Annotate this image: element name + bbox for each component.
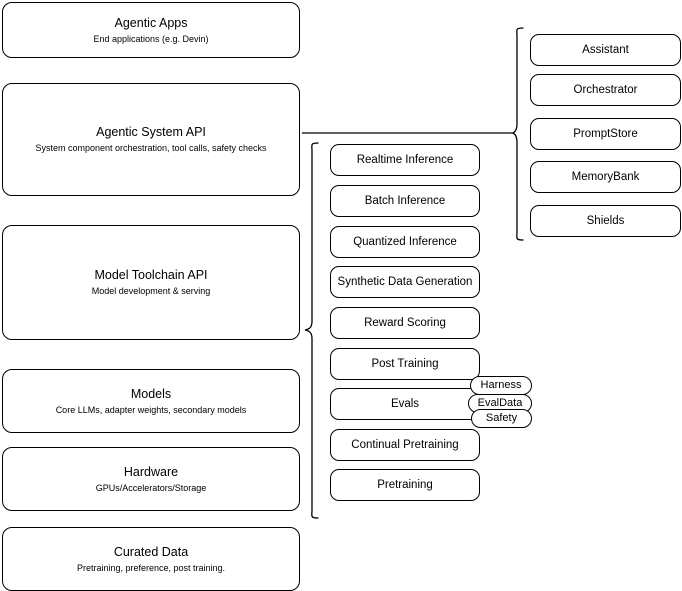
capability-box-post-training[interactable]: Post Training [330, 348, 480, 380]
layer-box-agentic-system-api[interactable]: Agentic System API System component orch… [2, 83, 300, 196]
layer-subtitle: GPUs/Accelerators/Storage [95, 482, 207, 493]
component-box-memorybank[interactable]: MemoryBank [530, 161, 681, 193]
layer-subtitle: Pretraining, preference, post training. [76, 562, 226, 573]
capability-box-realtime-inference[interactable]: Realtime Inference [330, 144, 480, 176]
capability-box-pretraining[interactable]: Pretraining [330, 469, 480, 501]
layer-box-curated-data[interactable]: Curated Data Pretraining, preference, po… [2, 527, 300, 591]
layer-title: Curated Data [113, 544, 189, 559]
brace-toolchain-capabilities [304, 142, 319, 519]
capability-box-batch-inference[interactable]: Batch Inference [330, 185, 480, 217]
layer-title: Models [130, 386, 172, 401]
component-box-shields[interactable]: Shields [530, 205, 681, 237]
component-box-promptstore[interactable]: PromptStore [530, 118, 681, 150]
component-box-assistant[interactable]: Assistant [530, 34, 681, 66]
layer-title: Model Toolchain API [94, 268, 208, 282]
layer-box-models[interactable]: Models Core LLMs, adapter weights, secon… [2, 369, 300, 433]
eval-pill-safety[interactable]: Safety [471, 409, 532, 428]
layer-title: Hardware [123, 464, 179, 479]
layer-box-model-toolchain-api[interactable]: Model Toolchain API Model development & … [2, 225, 300, 340]
layer-subtitle: Model development & serving [91, 286, 211, 296]
layer-subtitle: System component orchestration, tool cal… [35, 143, 267, 153]
layer-box-hardware[interactable]: Hardware GPUs/Accelerators/Storage [2, 447, 300, 511]
capability-box-continual-pretraining[interactable]: Continual Pretraining [330, 429, 480, 461]
capability-box-quantized-inference[interactable]: Quantized Inference [330, 226, 480, 258]
layer-subtitle: Core LLMs, adapter weights, secondary mo… [55, 404, 247, 415]
layer-box-agentic-apps[interactable]: Agentic Apps End applications (e.g. Devi… [2, 2, 300, 58]
layer-title: Agentic System API [96, 125, 206, 139]
layer-title: Agentic Apps [114, 15, 188, 30]
brace-system-components [511, 27, 524, 241]
capability-box-reward-scoring[interactable]: Reward Scoring [330, 307, 480, 339]
layer-subtitle: End applications (e.g. Devin) [93, 33, 209, 44]
component-box-orchestrator[interactable]: Orchestrator [530, 74, 681, 106]
capability-box-evals[interactable]: Evals [330, 388, 480, 420]
capability-box-synthetic-data-generation[interactable]: Synthetic Data Generation [330, 266, 480, 298]
eval-pill-harness[interactable]: Harness [470, 376, 532, 395]
